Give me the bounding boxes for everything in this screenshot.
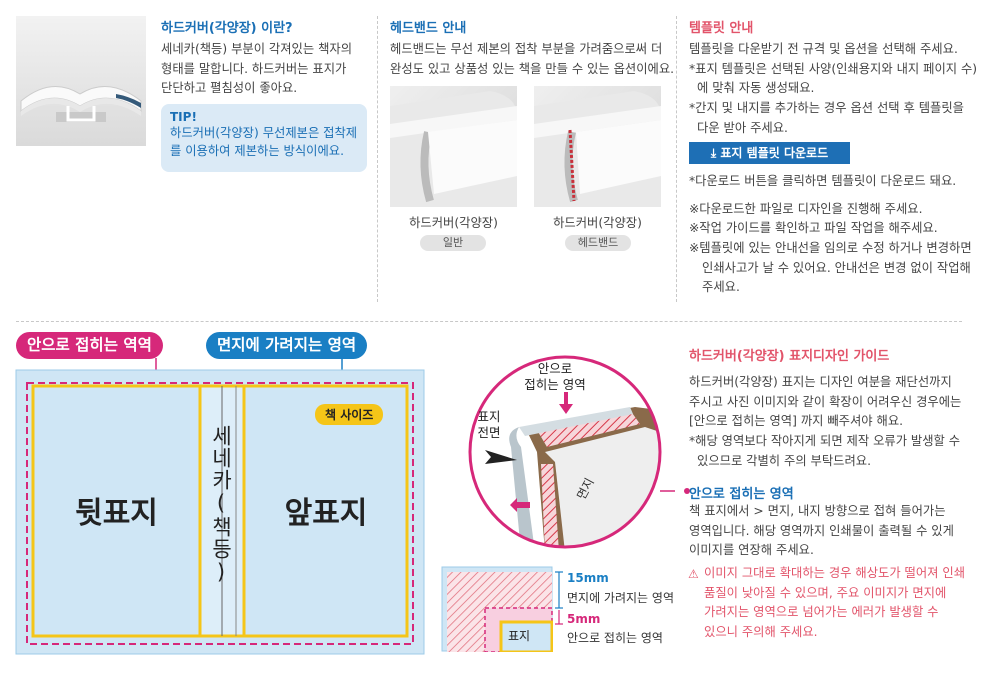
tip-box: TIP! 하드커버(각양장) 무선제본은 접착제 를 이용하여 제본하는 방식이…: [161, 104, 367, 172]
fold-detail-circle: [468, 355, 675, 549]
pill-fold-area: 안으로 접히는 역역: [16, 332, 163, 359]
template-after-lines: *다운로드 버튼을 클릭하면 템플릿이 다운로드 돼요. ※다운로드한 파일로 …: [689, 174, 972, 295]
legend-bracket: [555, 571, 563, 625]
legend-endpaper: 면지에 가려지는 영역: [567, 591, 674, 605]
headband-desc: 헤드밴드는 무선 제본의 접착 부분을 가려줌으로써 더 완성도 있고 상품성 …: [390, 42, 675, 76]
hardcover-book-photo: [16, 16, 146, 146]
legend-fold: 안으로 접히는 영역: [567, 631, 663, 645]
guide-sub-lines: 책 표지에서 > 면지, 내지 방향으로 접혀 들어가는 영역입니다. 해당 영…: [689, 504, 954, 558]
headband-caption-normal: 하드커버(각양장): [409, 216, 498, 230]
section-divider: [16, 321, 962, 322]
legend-15mm: 15mm: [567, 571, 609, 585]
template-title: 템플릿 안내: [689, 21, 754, 36]
legend-5mm: 5mm: [567, 612, 601, 626]
warning-icon: ⚠: [688, 567, 699, 581]
tip-title: TIP!: [170, 110, 197, 124]
guide-title: 하드커버(각양장) 표지디자인 가이드: [689, 349, 890, 364]
guide-lines: 하드커버(각양장) 표지는 디자인 여분을 재단선까지 주시고 사진 이미지와 …: [689, 375, 962, 468]
headband-title: 헤드밴드 안내: [390, 21, 467, 36]
guide-sub-title: 안으로 접히는 영역: [689, 487, 794, 502]
hardcover-desc: 세네카(책등) 부분이 각져있는 책자의 형태를 말합니다. 하드커버는 표지가…: [161, 42, 353, 96]
legend-diagram: [441, 566, 553, 652]
back-cover-label: 뒷표지: [75, 496, 158, 531]
connector-dot: [684, 488, 690, 494]
template-download-button[interactable]: ⤓ 표지 템플릿 다운로드: [689, 142, 850, 164]
pill-endpaper-area: 면지에 가려지는 영역: [206, 332, 368, 359]
headband-headband-photo: [534, 86, 661, 207]
circle-fold-label: 안으로 접히는 영역: [524, 361, 586, 393]
badge-headband: 헤드밴드: [565, 235, 631, 251]
hardcover-title: 하드커버(각양장) 이란?: [161, 21, 293, 36]
legend-cover-label: 표지: [508, 629, 531, 643]
headband-caption-headband: 하드커버(각양장): [553, 216, 642, 230]
badge-normal: 일반: [420, 235, 486, 251]
divider-1: [377, 16, 378, 302]
template-lines: 템플릿을 다운받기 전 규격 및 옵션을 선택해 주세요. *표지 템플릿은 선…: [689, 42, 978, 135]
book-size-badge: 책 사이즈: [315, 404, 384, 425]
guide-warning: 이미지 그대로 확대하는 경우 해상도가 떨어져 인쇄 품질이 낮아질 수 있으…: [704, 566, 966, 640]
divider-2: [676, 16, 677, 302]
headband-normal-photo: [390, 86, 517, 207]
download-icon: ⤓: [710, 146, 717, 160]
spine-label: 세네카(책등): [209, 425, 233, 585]
circle-front-label: 표지 전면: [477, 409, 501, 441]
front-cover-label: 앞표지: [284, 496, 368, 531]
